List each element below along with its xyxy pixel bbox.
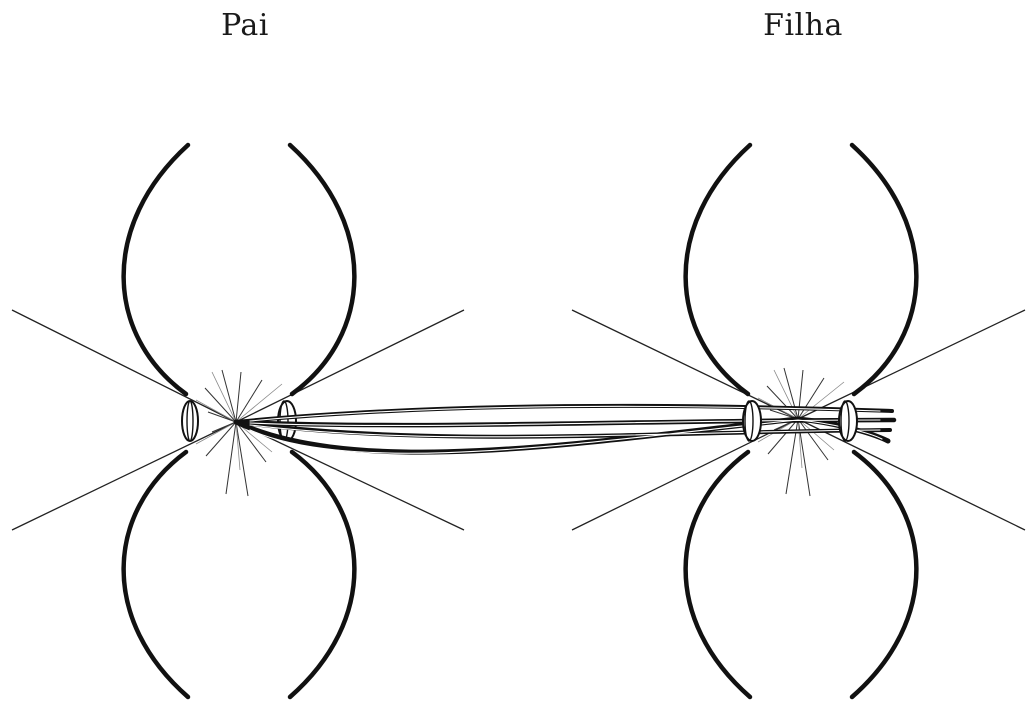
fiber-bundle xyxy=(233,403,897,455)
right-centriole-outer xyxy=(742,400,762,442)
left-cone-line-upper-left xyxy=(11,309,237,423)
left-centriole-outer xyxy=(181,400,199,442)
left-cell xyxy=(11,142,465,700)
cell-label-left: Pai xyxy=(221,8,269,43)
left-cone-line-upper-right xyxy=(235,309,465,423)
right-upper-lobe xyxy=(683,142,919,397)
left-lower-lobe xyxy=(121,449,357,700)
right-cone-line-upper-right xyxy=(797,309,1026,420)
left-cone-line-lower-left xyxy=(11,421,237,531)
right-cone-line-lower-right xyxy=(797,418,1026,531)
right-lower-lobe xyxy=(683,449,919,700)
right-centriole-inner xyxy=(838,400,858,442)
right-cone-line-upper-left xyxy=(571,309,799,420)
right-cell xyxy=(571,142,1026,700)
left-cone-line-lower-right xyxy=(235,421,465,531)
left-upper-lobe xyxy=(121,142,357,397)
cell-label-right: Filha xyxy=(763,8,843,43)
right-aster xyxy=(757,367,845,497)
right-cone-line-lower-left xyxy=(571,418,799,531)
